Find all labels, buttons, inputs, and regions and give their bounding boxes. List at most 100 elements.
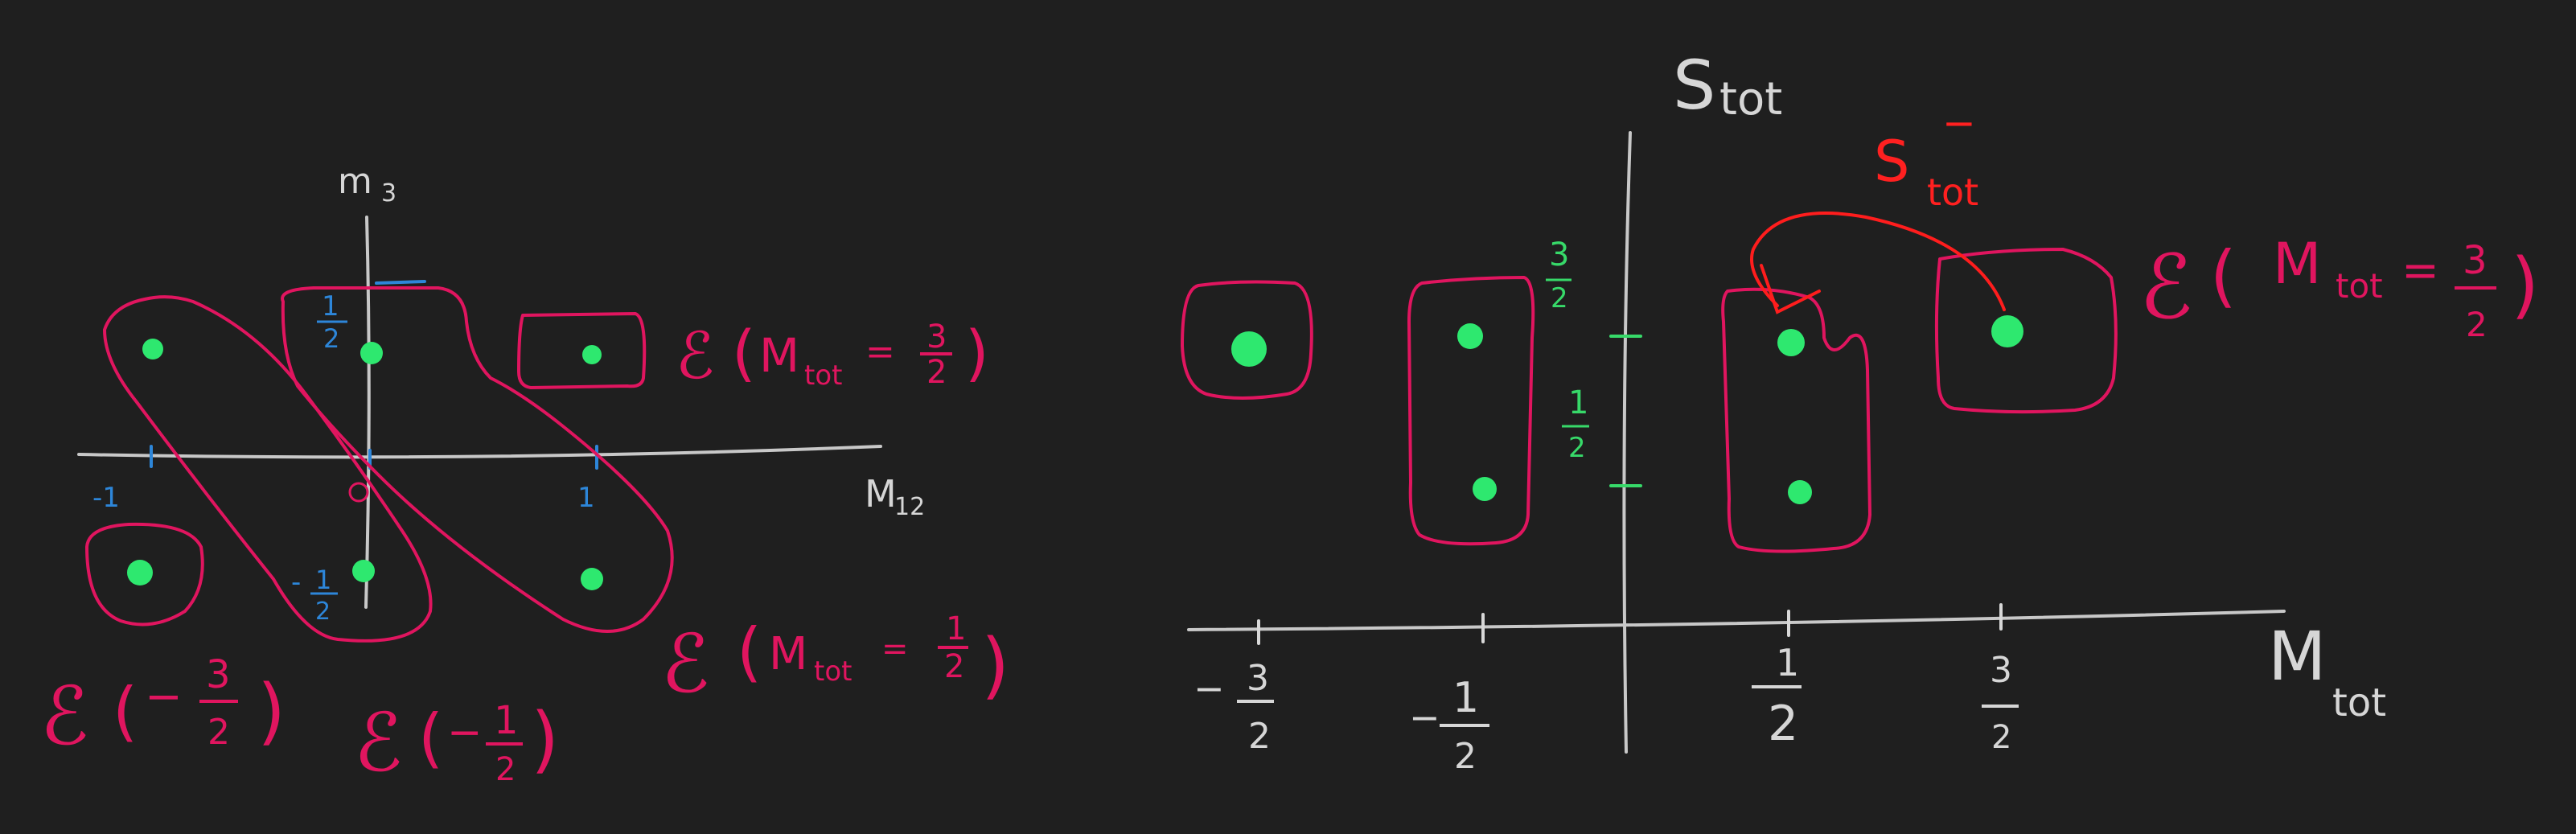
loop-bottom-left [85,522,204,627]
svg-text:ℰ: ℰ [676,318,714,393]
svg-text:2: 2 [944,648,964,685]
right-state-dot-2 [1457,323,1483,349]
loop-top-left-diagonal [103,295,433,643]
left-x-axis-sub: 12 [894,493,925,521]
svg-text:3: 3 [926,318,947,355]
left-y-axis [364,216,371,609]
svg-text:ℰ: ℰ [661,617,710,711]
svg-text:): ) [965,317,989,388]
left-y-tick-minus-half-sign: - [291,566,301,598]
svg-text:1: 1 [1568,384,1588,421]
right-y-axis-label: S [1673,46,1715,125]
left-y-tick-minus-half-den: 2 [315,598,331,626]
svg-text:ℰ: ℰ [354,696,403,790]
svg-text:tot: tot [2336,266,2383,306]
svg-text:(: ( [2210,236,2237,315]
left-sector-label-32: ℰ ( M tot = 3 2 ) [676,317,989,393]
svg-text:1: 1 [494,698,519,743]
svg-text:3: 3 [1549,236,1569,273]
right-sector-label-32: ℰ ( M tot = 3 2 ) [2139,231,2539,344]
svg-text:(: ( [418,700,443,775]
right-loop-minus-32 [1181,280,1313,400]
left-y-tick-half-num: 1 [322,290,339,323]
svg-text:2: 2 [926,354,947,391]
right-state-dot-3 [1473,477,1497,501]
left-y-tick-half-mark [375,280,426,285]
left-x-axis-label: M [865,472,897,516]
svg-text:): ) [257,669,286,754]
svg-text:1: 1 [1452,674,1479,722]
right-x-tick-label-12: 1 2 [1752,641,1802,752]
svg-text:2: 2 [495,751,516,788]
svg-text:(: ( [113,674,138,749]
svg-text:1: 1 [946,610,966,647]
svg-text:): ) [531,697,559,782]
right-state-dot-1 [1231,331,1267,367]
svg-text:M: M [2273,231,2321,297]
left-sector-label-minus-12: ℰ ( − 1 2 ) [354,696,559,790]
left-y-axis-sub: 3 [381,179,396,207]
svg-text:ℰ: ℰ [40,669,89,763]
right-x-axis [1187,610,2286,631]
svg-text:2: 2 [2466,305,2488,344]
left-sector-label-minus-32: ℰ ( − 3 2 ) [40,652,286,763]
right-x-tick-label-32: 3 2 [1982,650,2019,756]
left-x-tick-label-one: 1 [577,482,595,514]
right-state-dot-6 [1991,315,2023,347]
svg-text:−: − [145,671,183,723]
svg-text:=: = [881,631,909,668]
right-diagram: S tot M tot − 3 2 − 1 2 1 2 3 2 [1181,46,2539,777]
left-state-dot-1 [142,339,163,359]
svg-text:2: 2 [1454,736,1477,777]
left-x-axis [77,445,882,459]
svg-text:2: 2 [1991,719,2011,756]
right-y-tick-label-12: 1 2 [1562,384,1589,464]
svg-text:): ) [2511,243,2539,327]
lowering-operator-label: S − tot [1874,100,1978,214]
left-state-dot-2 [360,342,383,364]
right-y-tick-label-32: 3 2 [1546,236,1571,314]
svg-text:S: S [1874,129,1909,195]
svg-text:3: 3 [1990,650,2012,691]
left-diagram: m 3 M 12 -1 1 1 2 - 1 2 ℰ [40,161,1009,790]
right-x-axis-sub: tot [2332,680,2386,725]
right-loop-12 [1721,287,1871,553]
svg-text:(: ( [732,317,756,388]
svg-text:3: 3 [206,652,231,697]
right-x-axis-label: M [2268,617,2326,696]
left-state-dot-3 [582,345,602,364]
svg-text:2: 2 [1568,432,1586,464]
svg-text:M: M [759,328,799,383]
svg-text:−: − [1409,696,1440,739]
left-state-dot-6 [581,568,603,590]
right-loop-32 [1934,248,2118,414]
svg-text:tot: tot [814,655,852,688]
left-y-axis-label: m [338,161,372,202]
left-y-tick-half-den: 2 [323,323,339,354]
svg-text:−: − [1194,667,1225,710]
left-sector-label-12: ℰ ( M tot = 1 2 ) [661,610,1009,711]
svg-text:−: − [447,709,483,757]
svg-text:=: = [865,331,895,372]
svg-text:2: 2 [1768,696,1798,752]
svg-text:−: − [1942,100,1976,146]
right-state-dot-5 [1788,480,1812,504]
svg-text:1: 1 [1776,641,1799,684]
svg-text:ℰ: ℰ [2139,236,2193,339]
svg-text:2: 2 [1248,716,1271,757]
left-x-tick-label-minus-one: -1 [92,482,120,514]
lowering-arrow-head [1760,264,1821,314]
svg-text:): ) [981,623,1009,708]
right-x-tick-label-minus-12: − 1 2 [1409,674,1489,777]
svg-text:=: = [2401,244,2439,297]
svg-text:M: M [769,628,807,680]
svg-text:3: 3 [2463,238,2488,283]
right-y-axis-sub: tot [1719,73,1782,125]
svg-text:2: 2 [1551,282,1568,314]
svg-text:tot: tot [804,359,842,392]
left-y-tick-minus-half-num: 1 [315,565,331,595]
svg-text:2: 2 [207,712,230,753]
right-x-tick-label-minus-32: − 3 2 [1194,658,1274,757]
svg-text:(: ( [737,614,762,689]
